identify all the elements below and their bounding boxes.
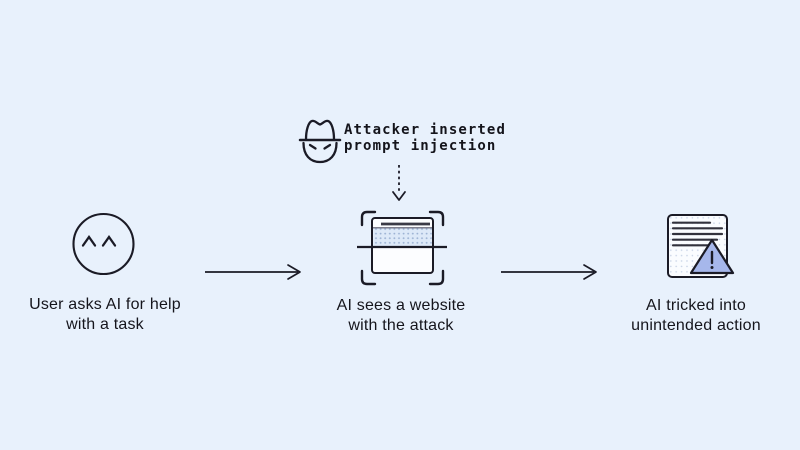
- step-3-label-line1: AI tricked into: [646, 297, 746, 314]
- right-arrow-icon: [500, 263, 600, 281]
- user-face-icon: [70, 211, 136, 277]
- dotted-down-arrow-icon: [390, 164, 408, 206]
- attacker-label-line2: prompt injection: [344, 137, 497, 154]
- document-warning-icon: [664, 211, 738, 279]
- step-2-label: AI sees a website with the attack: [286, 296, 516, 336]
- step-1-label-line1: User asks AI for help: [29, 296, 181, 313]
- step-1-label: User asks AI for help with a task: [0, 295, 220, 335]
- spy-hat-face-icon: [298, 119, 342, 164]
- attacker-label-line1: Attacker inserted: [344, 122, 506, 138]
- step-2-label-line1: AI sees a website: [336, 297, 466, 314]
- step-3-label: AI tricked into unintended action: [581, 296, 800, 336]
- step-3-label-line2: unintended action: [631, 317, 761, 334]
- step-2-label-line2: with the attack: [348, 317, 454, 334]
- step-1-label-line2: with a task: [66, 316, 144, 333]
- attacker-group: [297, 117, 343, 165]
- right-arrow-icon: [204, 263, 304, 281]
- attacker-label: Attacker inserted prompt injection: [344, 122, 506, 154]
- website-scan-icon: [356, 209, 448, 287]
